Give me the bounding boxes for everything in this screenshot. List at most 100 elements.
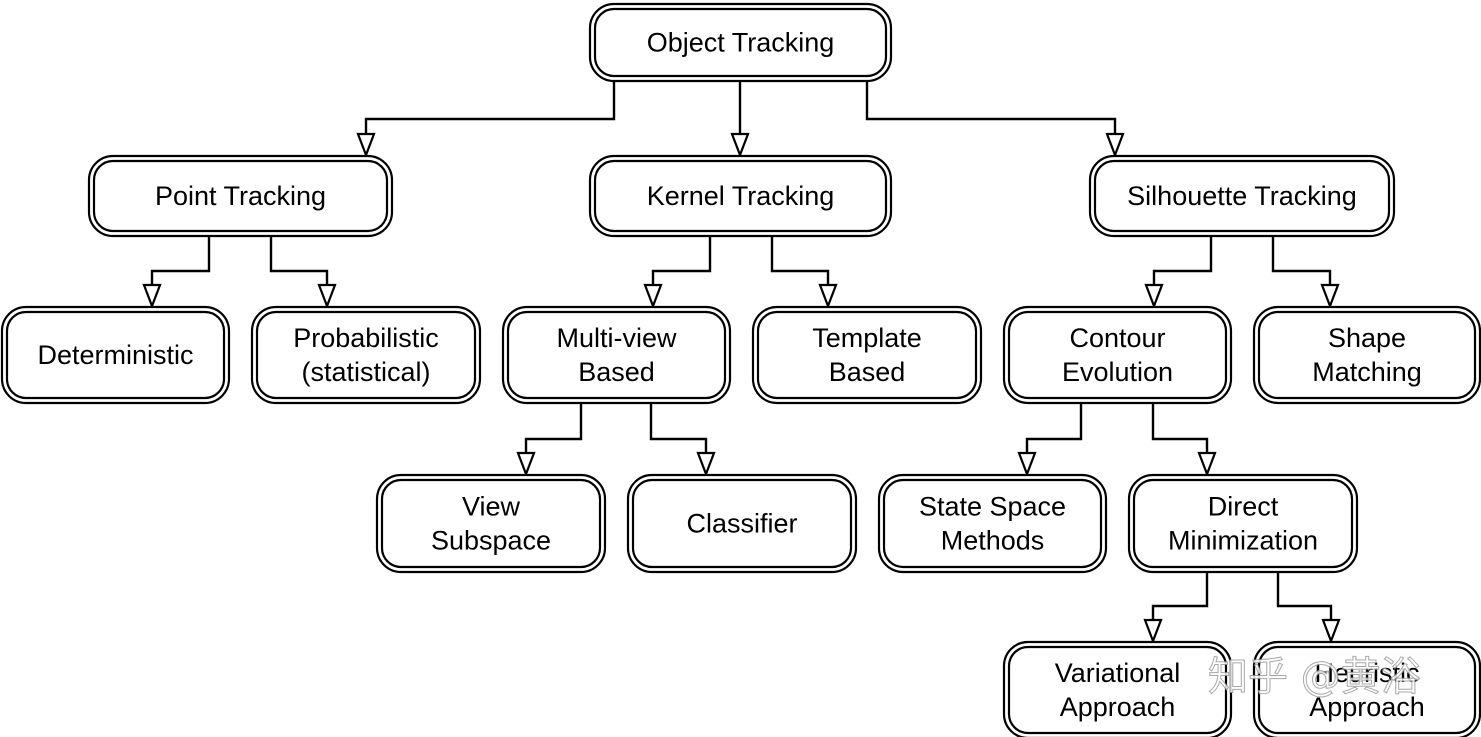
node-border-inner <box>380 478 602 569</box>
connector-kernel-tracking-to-template-based <box>770 236 830 285</box>
arrowhead-icon <box>643 283 663 310</box>
node-label-line: Silhouette Tracking <box>1127 181 1357 211</box>
node-probabilistic: Probabilistic (statistical) <box>250 305 482 405</box>
node-border-inner <box>593 7 888 78</box>
node-border-outer <box>1002 305 1233 405</box>
arrowhead-icon <box>1144 283 1164 310</box>
connector-multi-view-based-to-view-subspace <box>524 403 583 453</box>
node-label-line: Classifier <box>686 509 797 539</box>
node-border-outer <box>626 473 858 574</box>
node-border-outer <box>0 305 231 405</box>
node-label-line: Direct <box>1208 492 1279 522</box>
node-border-inner <box>1007 645 1228 735</box>
connector-silhouette-tracking-to-shape-matching <box>1271 236 1332 285</box>
node-label-line: Based <box>829 357 906 387</box>
node-border-outer <box>87 154 394 238</box>
node-object-tracking: Object Tracking <box>588 2 893 83</box>
arrowhead-icon <box>1321 618 1341 645</box>
node-point-tracking: Point Tracking <box>87 154 394 238</box>
connector-contour-evolution-to-direct-minimization <box>1151 403 1209 453</box>
node-border-outer <box>1127 473 1359 574</box>
node-border-outer <box>751 305 983 405</box>
node-label-line: Based <box>578 357 655 387</box>
node-deterministic: Deterministic <box>0 305 231 405</box>
arrowhead-icon <box>1143 618 1163 645</box>
arrowhead-icon <box>317 283 337 310</box>
arrowhead-icon <box>142 283 162 310</box>
node-label-line: Template <box>812 323 922 353</box>
arrowhead-icon <box>1320 283 1340 310</box>
node-label-line: Object Tracking <box>647 28 835 58</box>
connector-multi-view-based-to-classifier <box>649 403 708 453</box>
connector-object-tracking-to-silhouette-tracking <box>865 81 1117 134</box>
connector-object-tracking-to-point-tracking <box>364 81 616 134</box>
node-border-outer <box>877 473 1108 574</box>
node-border-inner <box>756 310 978 400</box>
arrowhead-icon <box>1105 132 1125 159</box>
node-border-inner <box>1257 645 1477 735</box>
node-label-line: State Space <box>919 492 1066 522</box>
connector-kernel-tracking-to-multi-view-based <box>651 236 712 285</box>
node-border-inner <box>255 310 477 400</box>
node-border-outer <box>1088 154 1396 238</box>
node-border-inner <box>92 159 389 233</box>
node-label-line: Methods <box>941 526 1045 556</box>
node-border-inner <box>882 478 1103 569</box>
node-border-outer <box>1252 305 1481 405</box>
node-label-line: (statistical) <box>301 357 430 387</box>
arrowhead-icon <box>730 132 750 159</box>
arrowhead-icon <box>818 283 838 310</box>
arrowhead-icon <box>356 132 376 159</box>
node-label-line: Heuristic <box>1314 658 1419 688</box>
node-border-inner <box>5 310 226 400</box>
node-border-inner <box>506 310 727 400</box>
node-border-inner <box>1093 159 1391 233</box>
arrowhead-icon <box>1017 451 1037 478</box>
node-border-outer <box>501 305 732 405</box>
node-label-line: Contour <box>1069 323 1165 353</box>
arrowhead-icon <box>516 451 536 478</box>
arrowhead-icon <box>1197 451 1217 478</box>
node-border-outer <box>375 473 607 574</box>
node-border-outer <box>250 305 482 405</box>
node-border-inner <box>1007 310 1228 400</box>
node-label-line: Variational <box>1055 658 1181 688</box>
connector-direct-minimization-to-heuristic-approach <box>1276 572 1333 620</box>
node-border-outer <box>1002 640 1233 737</box>
node-border-inner <box>593 159 888 233</box>
node-label-line: Subspace <box>431 526 551 556</box>
watermark: 知乎 @黄浴 <box>1208 654 1421 700</box>
node-label-line: View <box>462 492 521 522</box>
node-label-line: Evolution <box>1062 357 1173 387</box>
node-kernel-tracking: Kernel Tracking <box>588 154 893 238</box>
node-label-line: Approach <box>1309 692 1425 722</box>
node-label-line: Kernel Tracking <box>647 181 835 211</box>
node-label-line: Multi-view <box>556 323 677 353</box>
connector-point-tracking-to-probabilistic <box>269 236 329 285</box>
connector-point-tracking-to-deterministic <box>150 236 211 285</box>
node-label-line: Probabilistic <box>293 323 439 353</box>
node-classifier: Classifier <box>626 473 858 574</box>
node-label-line: Deterministic <box>37 340 193 370</box>
node-border-inner <box>1257 310 1477 400</box>
node-border-inner <box>1132 478 1354 569</box>
node-label-line: Shape <box>1328 323 1406 353</box>
connector-contour-evolution-to-state-space-methods <box>1025 403 1083 453</box>
node-border-outer <box>588 154 893 238</box>
node-border-outer <box>588 2 893 83</box>
node-label-line: Matching <box>1312 357 1422 387</box>
connector-layer <box>142 81 1341 645</box>
node-label-line: Minimization <box>1168 526 1318 556</box>
node-border-outer <box>1252 640 1481 737</box>
node-silhouette-tracking: Silhouette Tracking <box>1088 154 1396 238</box>
